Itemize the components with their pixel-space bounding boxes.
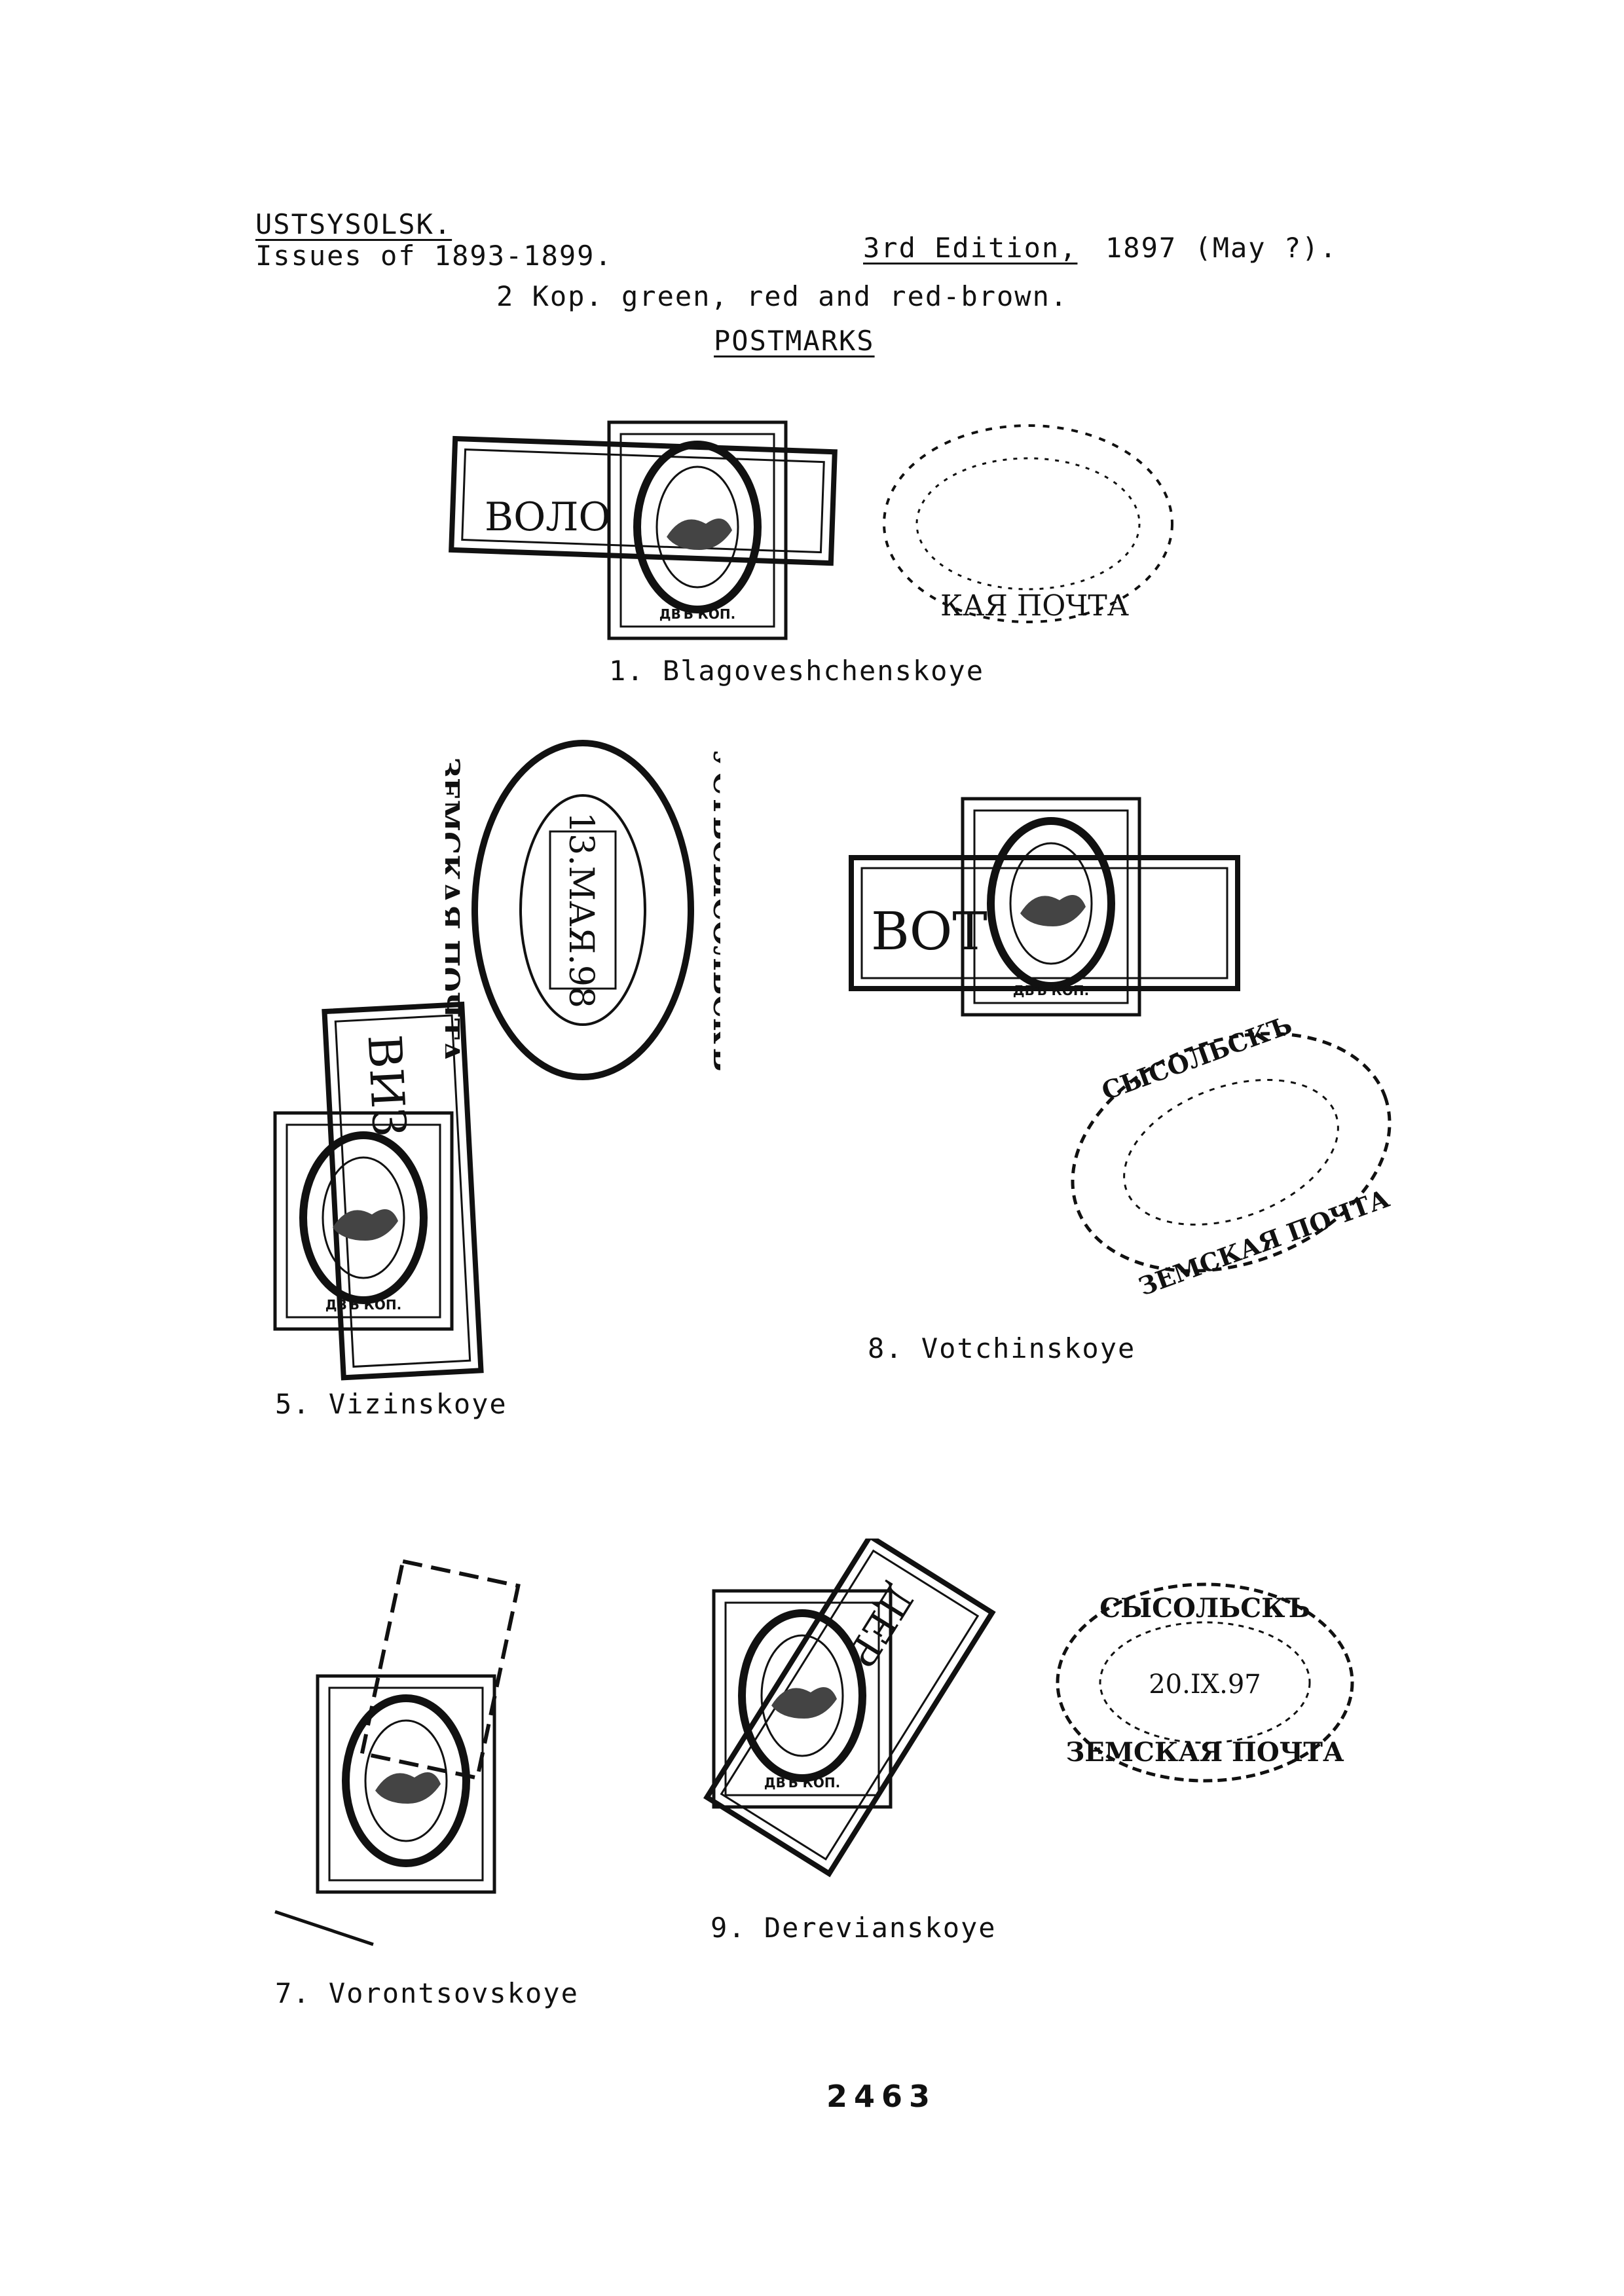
oval-top-text: УСТЬСЫСОЛЬСКЪ <box>707 748 720 1071</box>
boxed-place-text: ВОТ <box>871 901 987 962</box>
stamp-denomination: ДВЪ КОП. <box>659 606 736 622</box>
caption-5: 5. Vizinskoye <box>275 1388 507 1420</box>
oval-bottom-text: ЗЕМСКАЯ ПОЧТА <box>1135 1183 1393 1296</box>
edition-date: 1897 (May ?). <box>1105 232 1338 264</box>
oval-top-text: СЫСОЛЬСКЪ <box>1099 1593 1310 1624</box>
stamp-denomination: ДВЪ КОП. <box>1013 983 1090 998</box>
stamp-image: ДВЪ КОП. <box>712 1589 893 1809</box>
postmark-figure-5: ВИЗ ДВЪ КОП. <box>262 995 498 1388</box>
postmark-figure-7 <box>262 1545 537 1964</box>
oval-top-text: СЫСОЛЬСКЪ <box>1098 1010 1295 1106</box>
postmark-figure-oval: 13.МАЯ.98 УСТЬСЫСОЛЬСКЪ ЗЕМСКАЯ ПОЧТА <box>445 727 720 1093</box>
postmark-figure-1: ВОЛО ДВЪ КОП. КАЯ ПОЧТА <box>445 393 1205 668</box>
caption-7: 7. Vorontsovskoye <box>275 1977 579 2009</box>
caption-9: 9. Derevianskoye <box>710 1912 997 1944</box>
stamp-image: ДВЪ КОП. <box>607 420 788 640</box>
stamp-denomination: ДВЪ КОП. <box>764 1775 841 1791</box>
stamp-denomination: ДВЪ КОП. <box>325 1297 402 1313</box>
postmark-figure-9: ДЕР ДВЪ КОП. СЫСОЛЬСКЪ 20.IX.97 ЗЕМСКАЯ … <box>681 1539 1362 1905</box>
postmark-figure-8: ВОТ ДВЪ КОП. СЫСОЛЬСКЪ ЗЕМСКАЯ ПОЧТА <box>838 786 1401 1296</box>
stamp-image <box>316 1674 496 1894</box>
place-heading: USTSYSOLSK. <box>255 208 452 240</box>
oval-date: 13.МАЯ.98 <box>561 812 600 1008</box>
boxed-place-text: ВОЛО <box>485 494 611 540</box>
oval-bottom-text: КАЯ ПОЧТА <box>940 589 1129 623</box>
issues-line: Issues of 1893-1899. <box>255 240 613 272</box>
value-line: 2 Kop. green, red and red-brown. <box>496 280 1069 312</box>
caption-1: 1. Blagoveshchenskoye <box>609 655 985 687</box>
caption-8: 8. Votchinskoye <box>868 1332 1136 1364</box>
oval-bottom-text: ЗЕМСКАЯ ПОЧТА <box>1065 1737 1344 1768</box>
edition-label: 3rd Edition, <box>863 232 1078 264</box>
page-number: 2463 <box>826 2079 937 2114</box>
oval-date: 20.IX.97 <box>1149 1669 1261 1700</box>
stamp-image: ДВЪ КОП. <box>273 1111 454 1331</box>
boxed-place-text: ВИЗ <box>357 1033 416 1138</box>
stamp-image: ДВЪ КОП. <box>961 797 1141 1017</box>
section-heading: POSTMARKS <box>714 325 875 357</box>
